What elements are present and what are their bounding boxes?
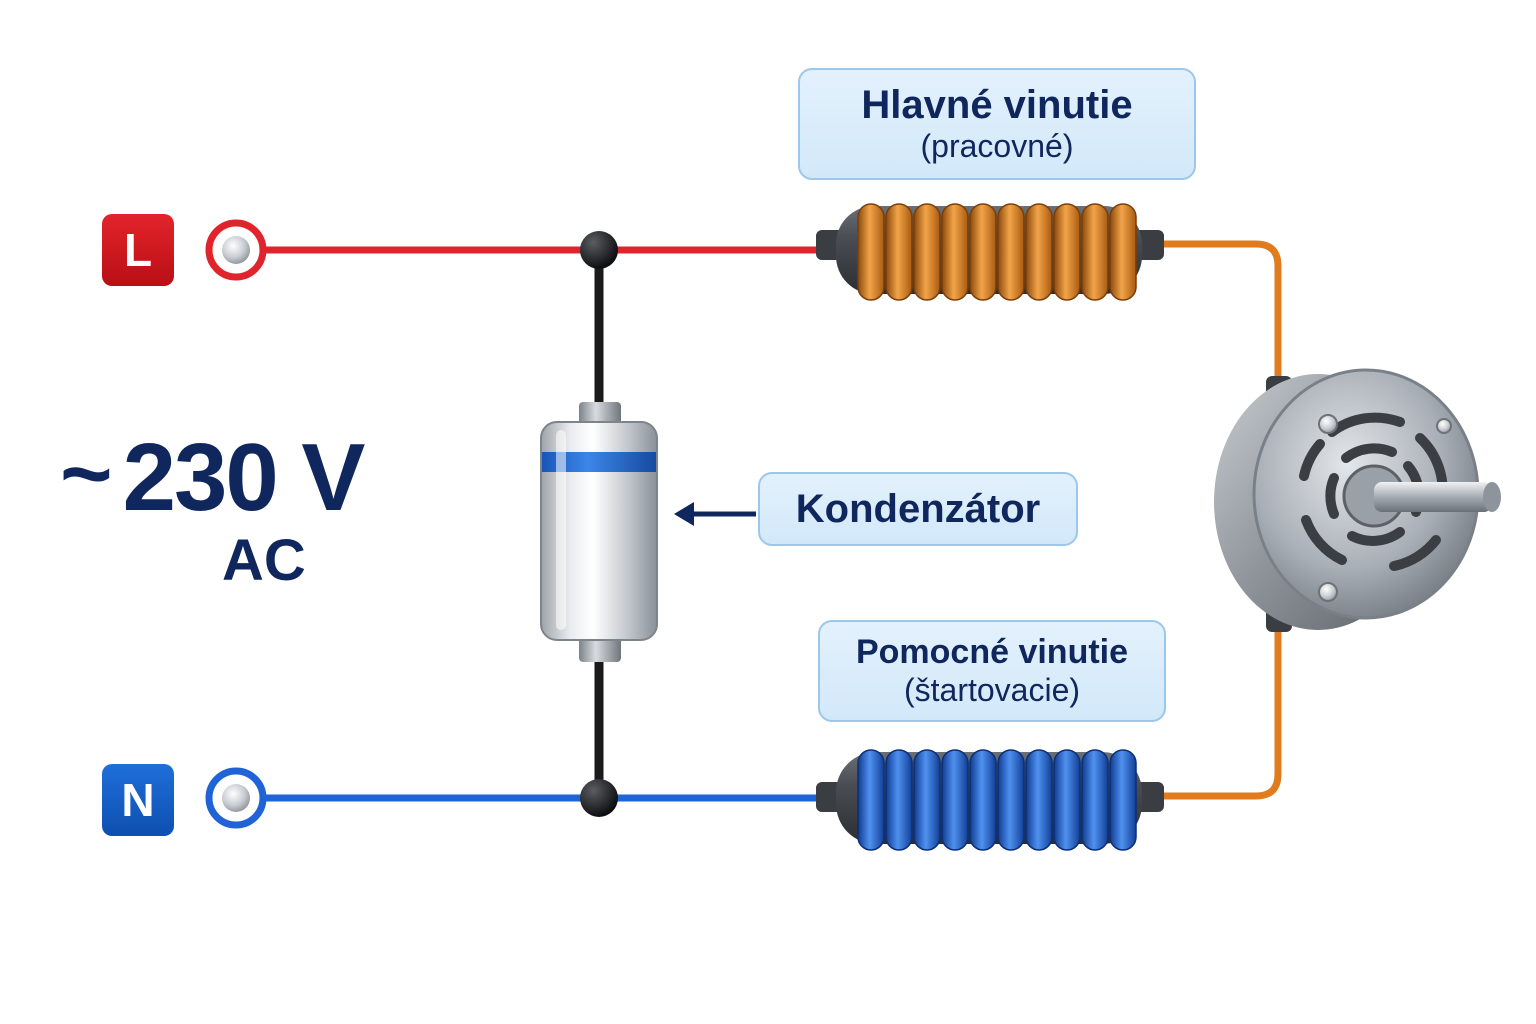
voltage-value: 230 V: [122, 424, 366, 531]
capacitor-icon: [540, 402, 658, 662]
capacitor-title: Kondenzátor: [795, 487, 1041, 531]
coil-turn: [941, 749, 969, 851]
junction-node-top: [580, 231, 618, 269]
coil-turn: [969, 749, 997, 851]
coil-icon: [816, 749, 1164, 851]
coil-icon: [816, 203, 1164, 301]
aux-winding-title: Pomocné vinutie: [855, 632, 1129, 671]
coil-turn: [1109, 203, 1137, 301]
supply-voltage: ~ 230 V AC: [60, 424, 440, 593]
electric-motor-icon: [1214, 368, 1501, 632]
coil-turn: [1109, 749, 1137, 851]
aux-winding-label: Pomocné vinutie (štartovacie): [818, 620, 1166, 722]
coil-turn: [885, 749, 913, 851]
coil-turn: [997, 749, 1025, 851]
coil-turn: [969, 203, 997, 301]
wires: [258, 240, 1282, 802]
coil-turn: [997, 203, 1025, 301]
ac-symbol: ~: [60, 424, 113, 524]
arrow-left-icon: [674, 502, 756, 526]
coil-turn: [857, 749, 885, 851]
line-terminal-badge: L: [102, 214, 174, 286]
neutral-terminal-badge: N: [102, 764, 174, 836]
junction-node-bottom: [580, 779, 618, 817]
main-winding-label: Hlavné vinutie (pracovné): [798, 68, 1196, 180]
coil-turn: [857, 203, 885, 301]
main-winding-lead: [1158, 240, 1282, 388]
coil-turn: [1025, 203, 1053, 301]
voltage-type: AC: [222, 528, 306, 593]
screw-terminal-icon: [205, 767, 267, 829]
coil-turn: [1081, 203, 1109, 301]
coil-turn: [1025, 749, 1053, 851]
screw-terminal-icon: [205, 219, 267, 281]
coil-turn: [1081, 749, 1109, 851]
coil-turn: [941, 203, 969, 301]
coil-turn: [1053, 749, 1081, 851]
coil-turn: [1053, 203, 1081, 301]
main-winding-title: Hlavné vinutie: [861, 83, 1133, 128]
main-winding-subtitle: (pracovné): [920, 128, 1074, 165]
supply-voltage-line: ~ 230 V: [60, 424, 440, 531]
coil-turn: [913, 749, 941, 851]
coil-turn: [913, 203, 941, 301]
capacitor-label: Kondenzátor: [758, 472, 1078, 546]
aux-winding-lead: [1158, 618, 1282, 800]
aux-winding-subtitle: (štartovacie): [903, 672, 1081, 709]
coil-turn: [885, 203, 913, 301]
